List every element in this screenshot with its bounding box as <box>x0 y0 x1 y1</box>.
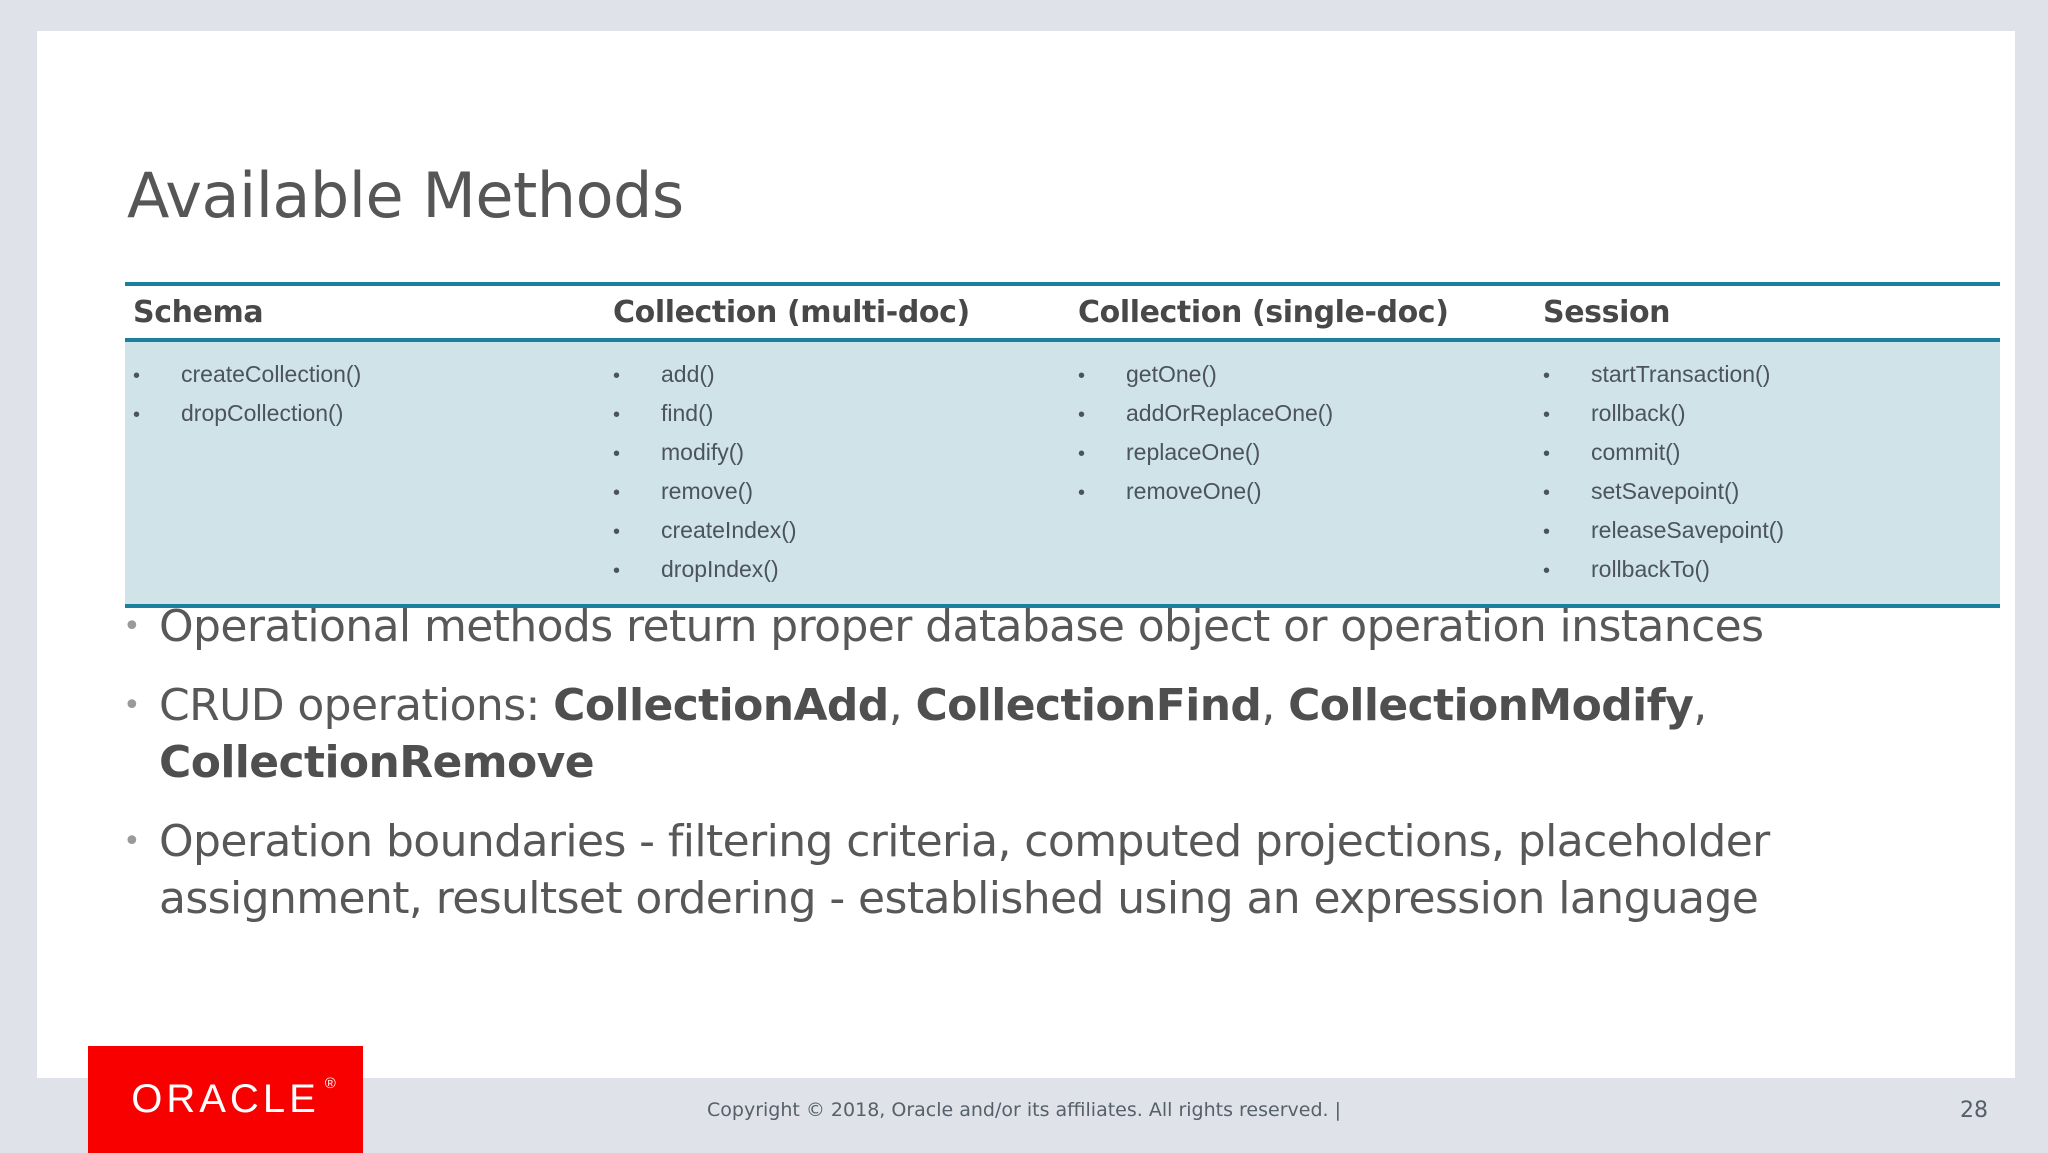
bullet-icon: • <box>1543 560 1551 582</box>
method-name: dropCollection() <box>181 400 344 426</box>
method-name: remove() <box>661 478 754 504</box>
oracle-logo-text: ORACLE® <box>131 1075 336 1122</box>
list-item: • Operational methods return proper data… <box>123 598 2023 655</box>
method-name: addOrReplaceOne() <box>1126 400 1334 426</box>
method-item-schema: • createCollection() <box>133 356 599 395</box>
method-item-collection-multi-doc: • modify() <box>613 434 1064 473</box>
key-point-2-text: CRUD operations: CollectionAdd, Collecti… <box>159 677 2023 791</box>
method-name: getOne() <box>1126 361 1217 387</box>
table-cell-collection-single-doc-methods: • getOne() • addOrReplaceOne() • replaceOne()… <box>1070 342 1535 604</box>
oracle-logo: ORACLE® <box>88 1046 363 1153</box>
bullet-icon: • <box>133 365 141 387</box>
bullet-icon: • <box>613 365 621 387</box>
method-item-session: • startTransaction() <box>1543 356 1994 395</box>
table-rule-bottom <box>125 604 2000 608</box>
page-number: 28 <box>1960 1098 1988 1123</box>
method-item-collection-multi-doc: • remove() <box>613 473 1064 512</box>
method-name: createIndex() <box>661 517 797 543</box>
method-name: add() <box>661 361 715 387</box>
table-header-row: Schema Collection (multi-doc) Collection… <box>125 286 2000 338</box>
bullet-icon: • <box>1078 482 1086 504</box>
oracle-logo-wordmark: ORACLE <box>131 1077 320 1121</box>
crud-prefix: CRUD operations: <box>159 680 554 731</box>
method-name: find() <box>661 400 714 426</box>
crud-term: CollectionRemove <box>159 737 595 788</box>
bullet-icon: • <box>1078 443 1086 465</box>
table-header-collection-single-doc: Collection (single-doc) <box>1078 294 1449 330</box>
key-point-3-text: Operation boundaries - filtering criteri… <box>159 816 1770 924</box>
method-name: modify() <box>661 439 745 465</box>
table-header-session: Session <box>1543 294 1671 330</box>
crud-term: CollectionFind <box>915 680 1262 731</box>
table-body-row: • createCollection() • dropCollection() • ad… <box>125 342 2000 604</box>
key-point-1-text: Operational methods return proper databa… <box>159 601 1764 652</box>
method-item-collection-single-doc: • removeOne() <box>1078 473 1529 512</box>
bullet-icon: • <box>613 482 621 504</box>
crud-separator: , <box>1693 680 1707 731</box>
method-name: releaseSavepoint() <box>1591 517 1785 543</box>
method-item-session: • releaseSavepoint() <box>1543 512 1994 551</box>
bullet-icon: • <box>1543 365 1551 387</box>
crud-separator: , <box>1261 680 1289 731</box>
method-item-collection-multi-doc: • add() <box>613 356 1064 395</box>
method-item-collection-multi-doc: • dropIndex() <box>613 551 1064 590</box>
bullet-icon: • <box>1078 404 1086 426</box>
method-name: removeOne() <box>1126 478 1262 504</box>
list-item: • Operation boundaries - filtering crite… <box>123 813 2023 927</box>
bullet-icon: • <box>1543 404 1551 426</box>
copyright-notice: Copyright © 2018, Oracle and/or its affi… <box>707 1099 1341 1121</box>
bullet-icon: • <box>1543 482 1551 504</box>
bullet-icon: • <box>123 609 141 644</box>
slide-canvas: Available Methods Schema Collection (mul… <box>37 31 2015 1078</box>
crud-term: CollectionModify <box>1288 680 1694 731</box>
method-name: replaceOne() <box>1126 439 1261 465</box>
method-item-session: • setSavepoint() <box>1543 473 1994 512</box>
method-item-schema: • dropCollection() <box>133 395 599 434</box>
bullet-icon: • <box>1543 521 1551 543</box>
crud-separator: , <box>888 680 916 731</box>
bullet-icon: • <box>123 824 141 859</box>
method-item-collection-single-doc: • replaceOne() <box>1078 434 1529 473</box>
table-cell-schema-methods: • createCollection() • dropCollection() <box>125 342 605 604</box>
method-item-session: • rollback() <box>1543 395 1994 434</box>
key-points-list: • Operational methods return proper data… <box>123 598 2023 927</box>
method-name: rollback() <box>1591 400 1686 426</box>
bullet-icon: • <box>1543 443 1551 465</box>
available-methods-table: Schema Collection (multi-doc) Collection… <box>125 282 2000 608</box>
table-header-schema: Schema <box>133 294 264 330</box>
method-name: setSavepoint() <box>1591 478 1740 504</box>
bullet-icon: • <box>133 404 141 426</box>
table-rule-top <box>125 282 2000 286</box>
method-name: startTransaction() <box>1591 361 1771 387</box>
method-item-collection-multi-doc: • createIndex() <box>613 512 1064 551</box>
table-cell-session-methods: •startTransaction()•rollback()•commit()•… <box>1535 342 2000 604</box>
method-name: dropIndex() <box>661 556 779 582</box>
table-cell-collection-multi-doc-methods: • add() • find() • modify() • remove() • createIn… <box>605 342 1070 604</box>
method-item-collection-single-doc: • addOrReplaceOne() <box>1078 395 1529 434</box>
method-item-collection-multi-doc: • find() <box>613 395 1064 434</box>
method-item-session: • rollbackTo() <box>1543 551 1994 590</box>
table-header-collection-multi-doc: Collection (multi-doc) <box>613 294 970 330</box>
registered-trademark-icon: ® <box>324 1075 336 1092</box>
method-name: commit() <box>1591 439 1681 465</box>
bullet-icon: • <box>1078 365 1086 387</box>
list-item: • CRUD operations: CollectionAdd, Collec… <box>123 677 2023 791</box>
table-rule-middle <box>125 338 2000 342</box>
bullet-icon: • <box>613 521 621 543</box>
method-item-session: • commit() <box>1543 434 1994 473</box>
bullet-icon: • <box>613 560 621 582</box>
bullet-icon: • <box>613 443 621 465</box>
method-item-collection-single-doc: • getOne() <box>1078 356 1529 395</box>
page-title: Available Methods <box>127 159 684 232</box>
method-name: createCollection() <box>181 361 362 387</box>
crud-term: CollectionAdd <box>553 680 889 731</box>
bullet-icon: • <box>123 688 141 723</box>
method-name: rollbackTo() <box>1591 556 1710 582</box>
bullet-icon: • <box>613 404 621 426</box>
